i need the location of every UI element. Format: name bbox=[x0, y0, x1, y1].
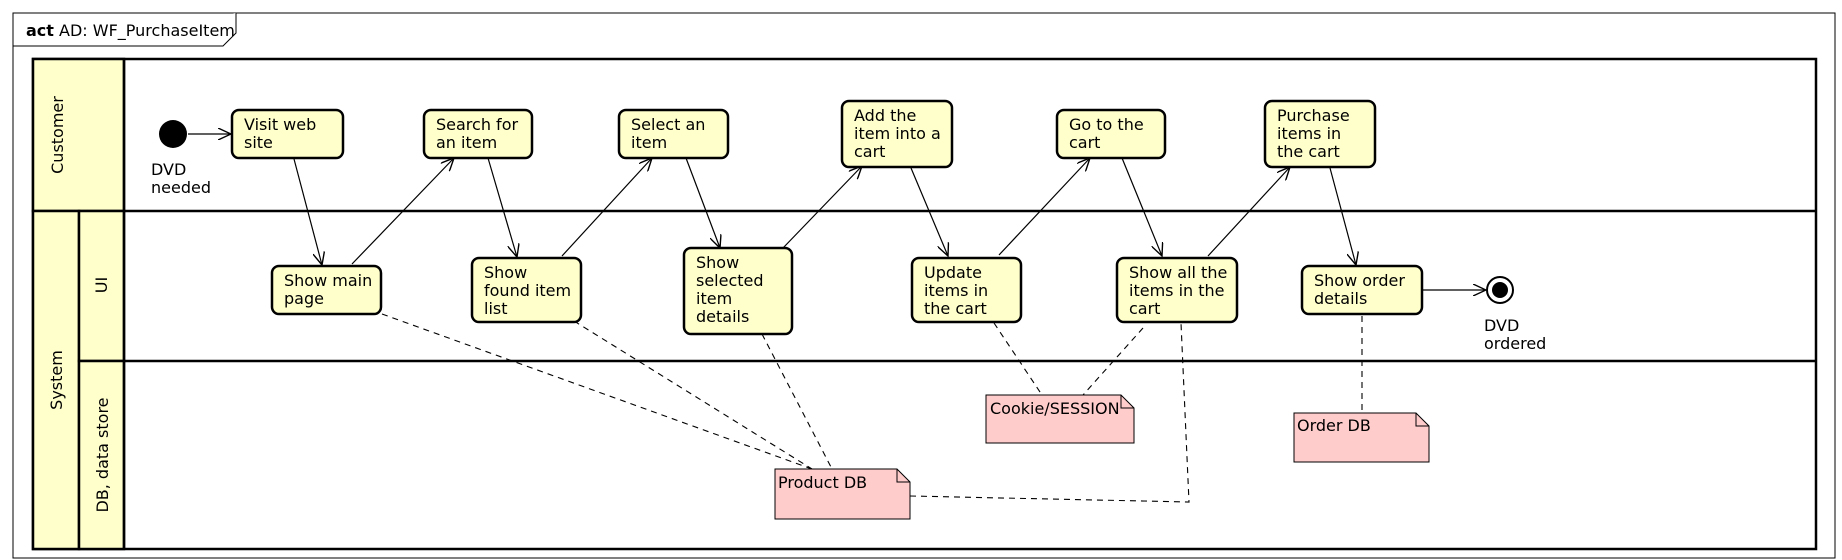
lane-header-customer bbox=[31, 57, 126, 213]
lane-header-db bbox=[77, 359, 126, 551]
lane-label-ui: UI bbox=[92, 277, 111, 293]
svg-text:Cookie/SESSION: Cookie/SESSION bbox=[990, 399, 1120, 418]
svg-text:Product DB: Product DB bbox=[778, 473, 867, 492]
note-product-db: Product DB bbox=[774, 468, 911, 520]
lane-header-ui bbox=[77, 209, 126, 363]
frame-title: act AD: WF_PurchaseItem bbox=[26, 21, 235, 41]
note-anchors bbox=[381, 313, 1363, 503]
note-order-db: Order DB bbox=[1293, 412, 1430, 463]
control-flows bbox=[188, 134, 1486, 290]
lane-label-db: DB, data store bbox=[93, 397, 112, 512]
lane-label-system: System bbox=[47, 350, 66, 410]
final-node-label: DVD ordered bbox=[1484, 316, 1546, 353]
initial-node bbox=[159, 120, 187, 148]
initial-node-label: DVD needed bbox=[151, 160, 211, 197]
lane-header-system bbox=[31, 209, 81, 551]
svg-text:Order DB: Order DB bbox=[1297, 416, 1371, 435]
final-node bbox=[1486, 276, 1514, 304]
note-cookie-session: Cookie/SESSION bbox=[985, 394, 1135, 444]
lane-label-customer: Customer bbox=[48, 96, 67, 174]
